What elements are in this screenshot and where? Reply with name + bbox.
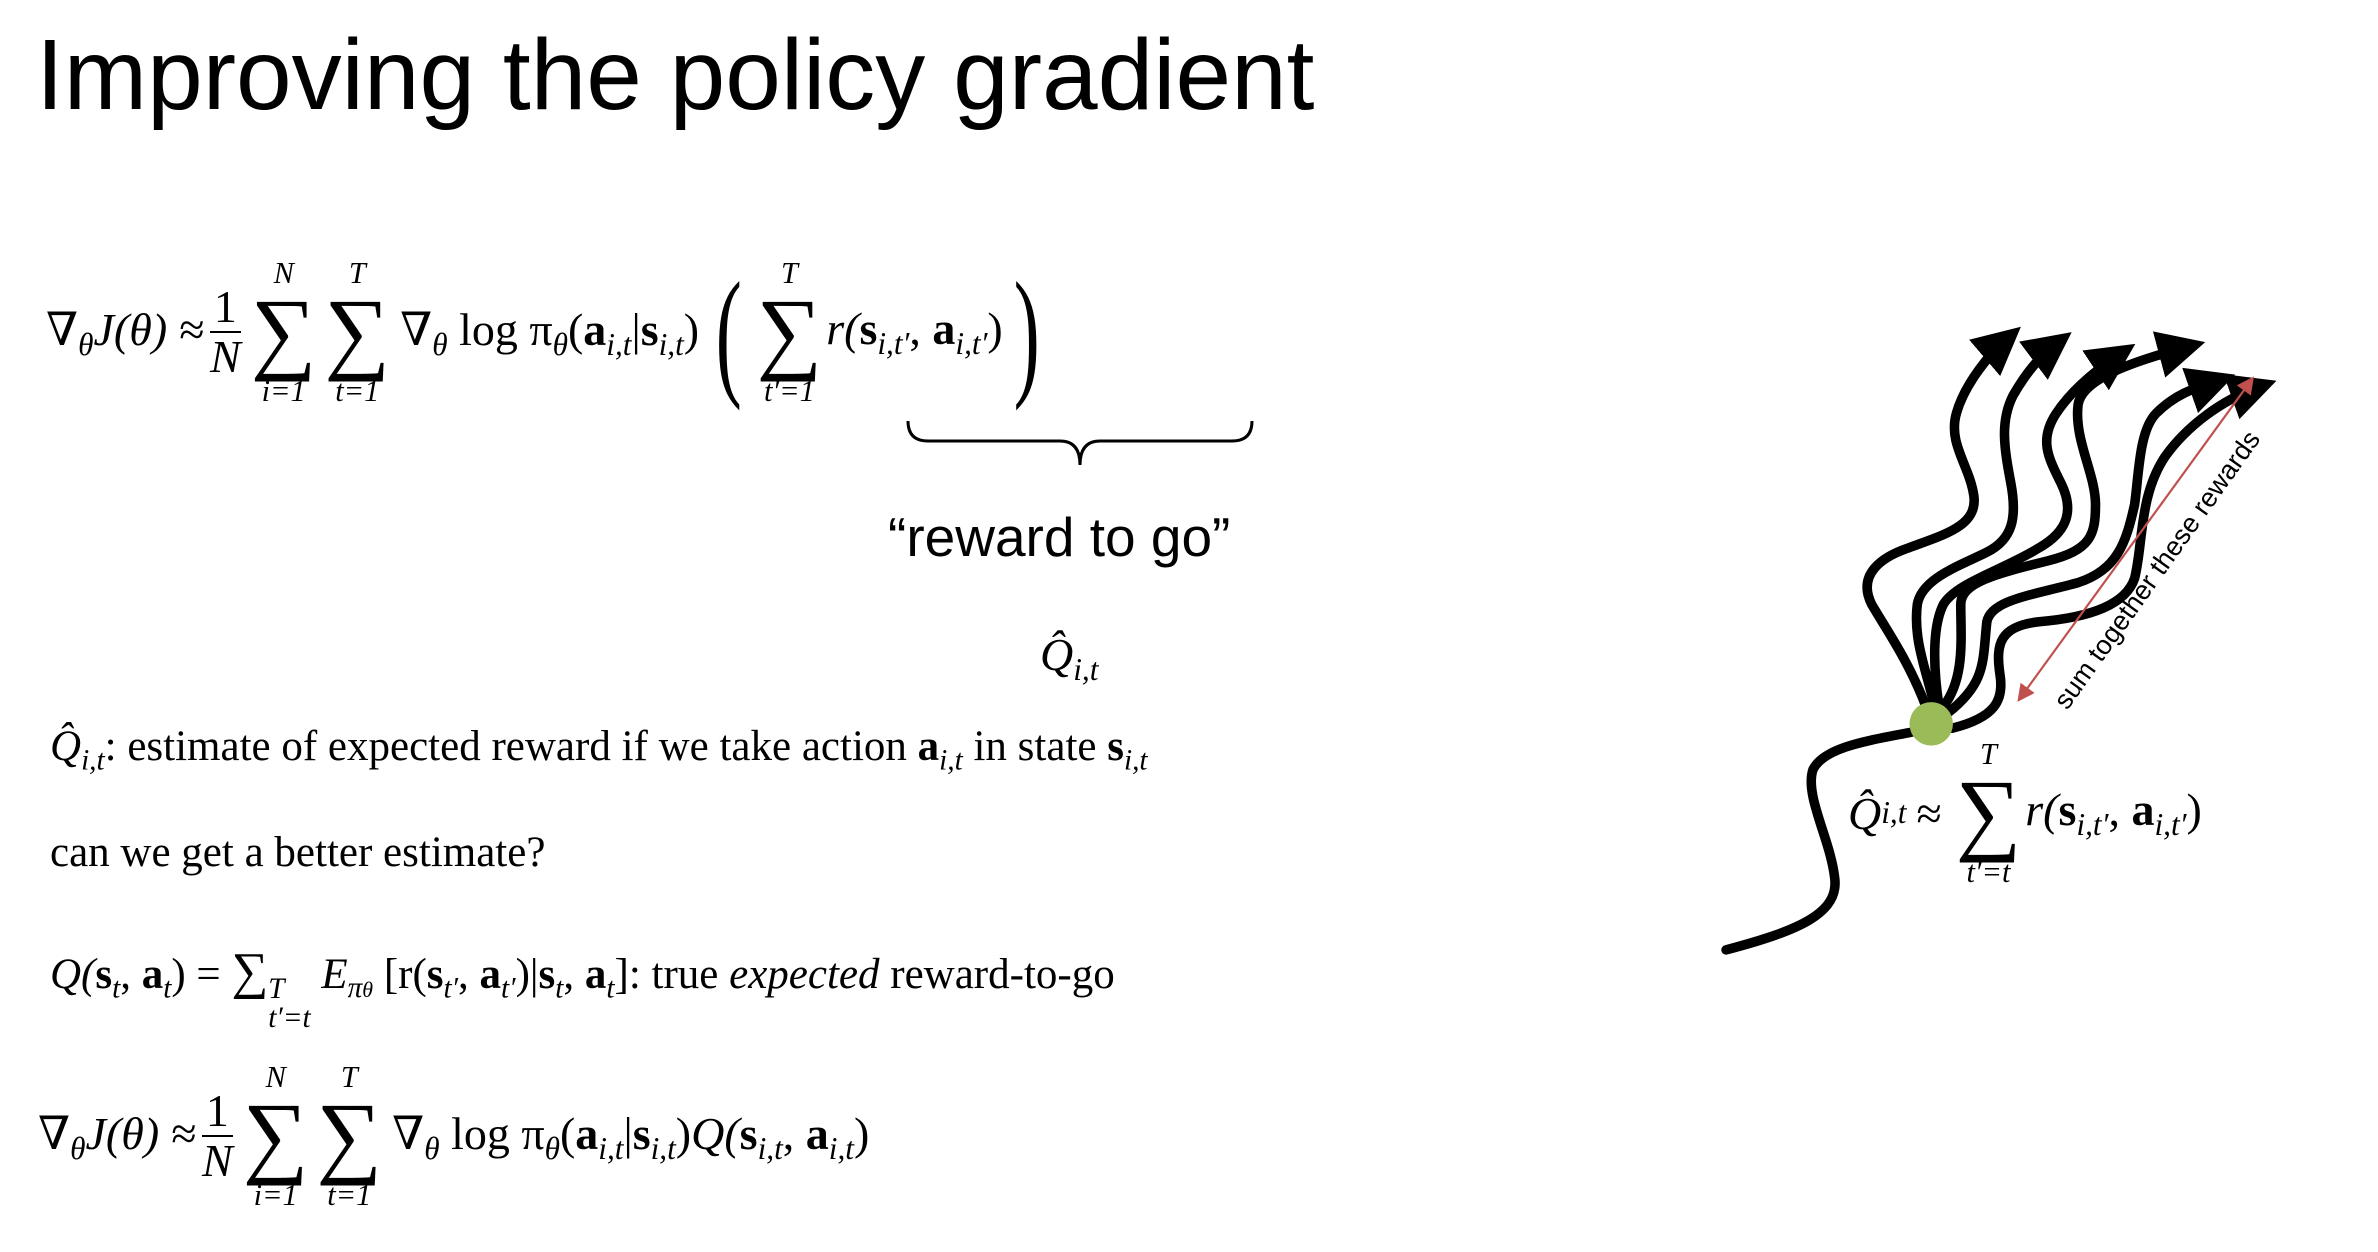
eq1-right-paren: ) xyxy=(1013,252,1040,411)
eq2-body: ∇θ log πθ(ai,t|si,t)Q(si,t, ai,t) xyxy=(392,1107,870,1166)
slide-title: Improving the policy gradient xyxy=(36,19,1315,131)
eq1-sum-t: T∑t=1 xyxy=(324,255,391,408)
future-trajectory-2 xyxy=(1911,332,2072,712)
eq1-sum-i: N∑i=1 xyxy=(250,255,317,408)
qhat-approximation-formula: Q̂i,t ≈ T∑t′=t r(si,t′, ai,t′) xyxy=(1848,736,2202,889)
eq1-lhs: ∇θJ(θ) ≈ xyxy=(46,303,204,362)
underbrace xyxy=(906,420,1254,466)
eq1-left-paren: ( xyxy=(715,252,742,411)
future-trajectory-6 xyxy=(1947,374,2277,734)
future-trajectory-1 xyxy=(1862,326,2021,712)
eq1-log-policy: ∇θ log πθ(ai,t|si,t) xyxy=(400,303,700,362)
current-state-dot xyxy=(1909,702,1953,746)
eq2-sum-t: T∑t=1 xyxy=(316,1059,383,1212)
eq1-sum-tprime: T∑t′=1 xyxy=(756,255,823,408)
qhat-label: Q̂i,t xyxy=(1040,629,1099,687)
eq2-sum-i: N∑i=1 xyxy=(242,1059,309,1212)
sum-rewards-arrow xyxy=(2017,376,2255,702)
past-trajectory xyxy=(1721,723,1936,955)
diagram-sum: T∑t′=t xyxy=(1955,736,2022,889)
reward-to-go-label: “reward to go” xyxy=(888,506,1231,568)
eq1-reward: r(si,t′, ai,t′) xyxy=(826,303,1003,361)
better-estimate-question: can we get a better estimate? xyxy=(50,829,546,876)
eq2-lhs: ∇θJ(θ) ≈ xyxy=(38,1107,196,1166)
trajectory-diagram: sum together these rewards xyxy=(1721,326,2277,955)
qhat-definition: Q̂i,t: estimate of expected reward if we… xyxy=(50,723,1148,777)
